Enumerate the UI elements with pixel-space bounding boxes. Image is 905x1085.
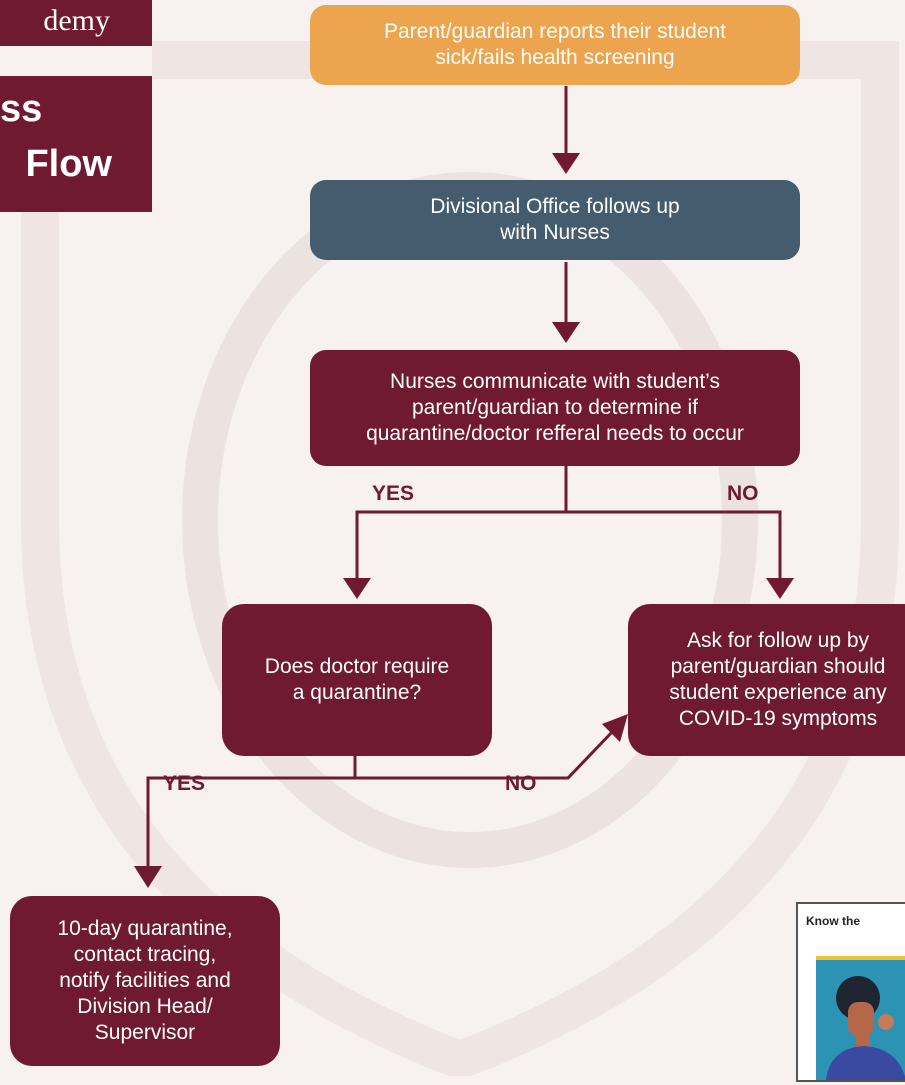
quarantine-line3: notify facilities and — [59, 969, 231, 992]
step-nurses-line1: Nurses communicate with student’s — [390, 370, 720, 393]
know-the-symptoms-poster: Know the — [796, 902, 905, 1082]
title-band — [0, 46, 152, 76]
no-label-decision: NO — [505, 772, 537, 795]
followup-line1: Ask for follow up by — [686, 629, 870, 652]
step-report-line1: Parent/guardian reports their student — [383, 20, 727, 43]
step-office-line2: with Nurses — [500, 221, 610, 244]
title-panel: demy ss Flow — [0, 0, 152, 212]
followup-line4: COVID-19 symptoms — [678, 707, 878, 730]
quarantine-line1: 10-day quarantine, — [57, 917, 233, 940]
decision-line2: a quarantine? — [292, 681, 422, 704]
step-nurses-line2: parent/guardian to determine if — [411, 396, 698, 419]
step-nurses-communicate: Nurses communicate with student’s parent/… — [310, 350, 800, 466]
no-label-nurses: NO — [727, 482, 759, 505]
title-flow: Flow — [25, 143, 112, 185]
step-report-line2: sick/fails health screening — [435, 46, 675, 69]
step-divisional-office: Divisional Office follows up with Nurses — [310, 180, 800, 260]
academy-name: demy — [43, 4, 110, 37]
step-office-line1: Divisional Office follows up — [430, 195, 680, 218]
step-nurses-line3: quarantine/doctor refferal needs to occu… — [366, 422, 744, 445]
yes-label-nurses: YES — [372, 482, 415, 505]
poster-illustration — [816, 956, 905, 1080]
quarantine-line5: Supervisor — [94, 1021, 196, 1044]
step-report-sick: Parent/guardian reports their student sic… — [310, 5, 800, 85]
followup-line2: parent/guardian should — [670, 655, 886, 678]
decision-line1: Does doctor require — [264, 655, 450, 678]
followup-line3: student experience any — [669, 681, 887, 704]
person-coughing-illustration — [826, 976, 905, 1080]
decision-doctor-quarantine: Does doctor require a quarantine? — [222, 604, 492, 756]
title-process: ss — [0, 88, 43, 130]
step-quarantine-tracing: 10-day quarantine, contact tracing, notify… — [10, 896, 280, 1066]
quarantine-line2: contact tracing, — [73, 943, 217, 966]
quarantine-line4: Division Head/ — [77, 995, 213, 1018]
step-ask-followup: Ask for follow up by parent/guardian shou… — [628, 604, 905, 756]
yes-label-decision: YES — [163, 772, 206, 795]
poster-title: Know the — [806, 914, 860, 928]
